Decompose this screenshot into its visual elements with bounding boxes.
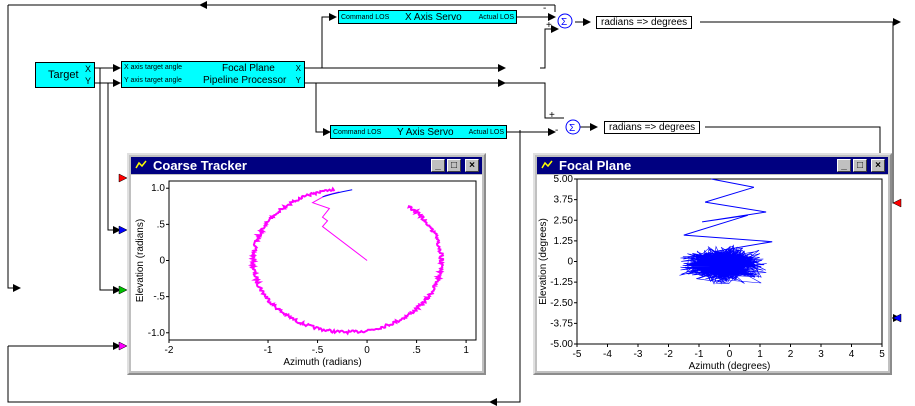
y-servo-title: Y Axis Servo: [397, 127, 454, 138]
x-axis-label: Azimuth (radians): [283, 357, 361, 368]
x-tick-label: 3: [818, 349, 824, 360]
radians-to-degrees-x[interactable]: radians => degrees: [596, 16, 693, 29]
scope-port-red: [118, 173, 128, 183]
focal-plane-window-title: Focal Plane: [559, 158, 632, 173]
coarse-tracker-title: Coarse Tracker: [153, 158, 247, 173]
x-servo-output-label: Actual LOS: [478, 14, 514, 21]
x-tick-label: -5: [573, 349, 582, 360]
maximize-button[interactable]: □: [853, 159, 867, 172]
y-tick-label: 2.50: [554, 215, 574, 226]
x-tick-label: 0: [364, 345, 370, 356]
x-servo-title: X Axis Servo: [405, 12, 462, 23]
y-tick-label: 5.00: [554, 175, 574, 185]
x-tick-label: 4: [849, 349, 855, 360]
x-tick-label: 0: [727, 349, 733, 360]
y-tick-label: 1.25: [554, 236, 574, 247]
y-tick-label: .5: [157, 219, 166, 230]
maximize-button[interactable]: □: [447, 159, 461, 172]
y-tick-label: 0: [159, 256, 165, 267]
coarse-tracker-titlebar[interactable]: Coarse Tracker _ □ ×: [131, 157, 482, 174]
x-tick-label: -3: [634, 349, 643, 360]
x-axis-servo-block[interactable]: Command LOS X Axis Servo Actual LOS: [338, 10, 517, 24]
y-servo-input-label: Command LOS: [333, 129, 382, 136]
series-cluster-trace: [679, 244, 767, 285]
output-x-port: X: [295, 64, 301, 73]
x-tick-label: 2: [788, 349, 794, 360]
focal-plane-processor-block[interactable]: X axis target angle Y axis target angle …: [121, 61, 305, 88]
target-label: Target: [48, 69, 79, 81]
sum-x-symbol: Σ: [561, 17, 567, 28]
minimize-button[interactable]: _: [837, 159, 851, 172]
focal-plane-chart: -5 -4 -3 -2 -1 0 1 2 3 4 5 5.00 3.75 2.50 1.25 0 -1.25 -2…: [538, 174, 885, 372]
minimize-button[interactable]: _: [431, 159, 445, 172]
scope-port-magenta: [118, 341, 128, 351]
plot-frame: [168, 180, 477, 341]
focal-plane-plot-area: -5 -4 -3 -2 -1 0 1 2 3 4 5 5.00 3.75 2.50 1.25 0 -1.25 -2…: [537, 174, 888, 372]
y-tick-label: -5.00: [550, 339, 573, 350]
y-servo-output-label: Actual LOS: [468, 129, 504, 136]
y-tick-label: -1.25: [550, 277, 573, 288]
y-axis-label: Elevation (radians): [135, 219, 146, 302]
close-button[interactable]: ×: [465, 159, 479, 172]
y-tick-label: -3.75: [550, 318, 573, 329]
x-tick-label: -4: [603, 349, 612, 360]
coarse-tracker-window[interactable]: Coarse Tracker _ □ × -2 -1 -.5 0 .5 1 1.0 .5 0 -.…: [127, 153, 486, 375]
y-tick-label: 0: [567, 257, 573, 268]
x-tick-label: 1: [463, 345, 469, 356]
y-axis-servo-block[interactable]: Command LOS Y Axis Servo Actual LOS: [330, 125, 507, 139]
series-trace: [322, 189, 353, 198]
sum-y-plus: +: [549, 110, 555, 121]
input-y-axis-target-angle: Y axis target angle: [124, 77, 182, 84]
x-tick-label: 1: [757, 349, 763, 360]
focal-plane-window[interactable]: Focal Plane _ □ × -5 -4 -3 -2 -1 0 1 2 3 4 5 5.00 3.…: [533, 153, 892, 375]
radians-to-degrees-y[interactable]: radians => degrees: [604, 121, 701, 134]
scope-port-blue-2: [892, 313, 902, 323]
x-tick-label: 5: [879, 349, 885, 360]
sum-x-minus: -: [543, 3, 547, 14]
sum-y-symbol: Σ: [569, 123, 575, 134]
focal-plane-title: Focal Plane: [222, 63, 275, 74]
x-tick-label: .5: [412, 345, 421, 356]
x-tick-label: -.5: [312, 345, 324, 356]
sum-y-minus: -: [555, 125, 559, 136]
scope-icon: [541, 160, 553, 170]
y-axis-label: Elevation (degrees): [538, 218, 549, 305]
y-tick-label: -.5: [153, 292, 165, 303]
y-tick-label: 1.0: [151, 183, 165, 194]
x-tick-label: -1: [695, 349, 704, 360]
close-button[interactable]: ×: [871, 159, 885, 172]
focal-plane-titlebar[interactable]: Focal Plane _ □ ×: [537, 157, 888, 174]
x-axis-label: Azimuth (degrees): [689, 361, 771, 371]
target-port-y: Y: [84, 76, 91, 86]
scope-port-green: [118, 285, 128, 295]
scope-port-red-2: [892, 198, 902, 208]
output-y-port: Y: [295, 76, 301, 85]
sum-x-plus: +: [546, 20, 552, 31]
sum-junction-y[interactable]: Σ: [564, 116, 594, 146]
x-tick-label: -2: [165, 345, 174, 356]
target-port-x: X: [84, 64, 91, 74]
y-tick-label: -1.0: [148, 328, 166, 339]
x-tick-label: -1: [264, 345, 273, 356]
series-ellipse-trace: [247, 186, 445, 336]
y-tick-label: 3.75: [554, 195, 574, 206]
input-x-axis-target-angle: X axis target angle: [124, 64, 182, 71]
x-servo-input-label: Command LOS: [341, 14, 390, 21]
pipeline-processor-title: Pipeline Processor: [203, 75, 287, 86]
scope-icon: [135, 160, 147, 170]
sum-junction-x[interactable]: Σ: [555, 10, 585, 40]
target-block[interactable]: Target X Y: [35, 62, 95, 88]
scope-port-blue: [118, 225, 128, 235]
y-tick-label: -2.50: [550, 298, 573, 309]
x-tick-label: -2: [664, 349, 673, 360]
